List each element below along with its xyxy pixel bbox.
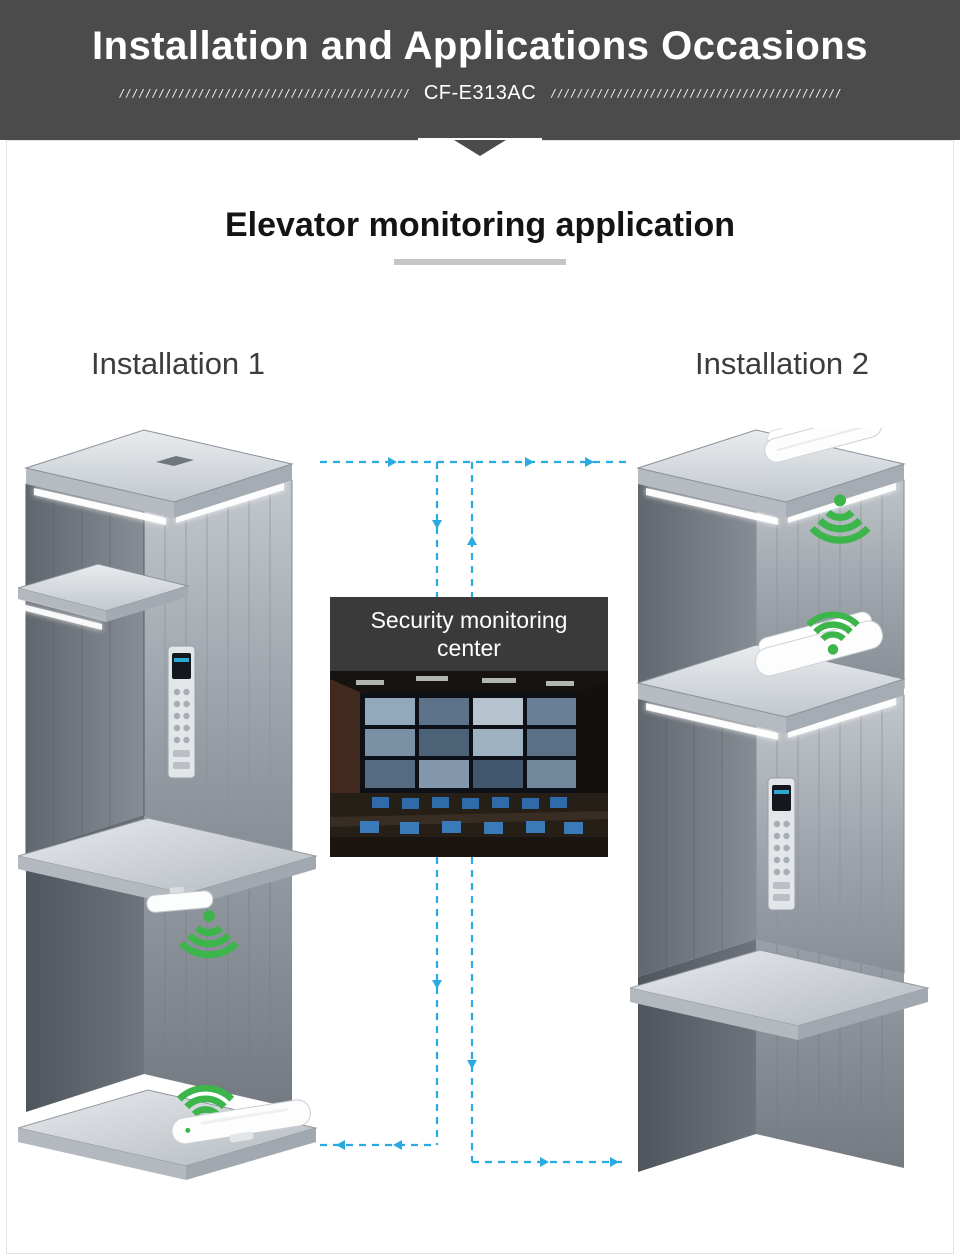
cctv-screen-wall [365, 698, 576, 788]
access-point-floor-device [171, 1099, 311, 1145]
desk-monitors [372, 797, 567, 809]
lower-car-ceiling [16, 563, 190, 630]
monitoring-center-label-line2: center [437, 635, 501, 662]
installation-2-label: Installation 2 [694, 346, 870, 381]
section-title: Elevator monitoring application [224, 206, 736, 244]
monitoring-center-box: Security monitoring center [330, 597, 608, 857]
slash-pattern-left: ////////////////////////////////////////… [118, 87, 410, 100]
elevator-control-panel [767, 777, 796, 911]
page-title: Installation and Applications Occasions [92, 24, 868, 68]
desk-monitors-front [360, 821, 583, 834]
monitoring-room-photo [330, 671, 608, 857]
pointer-down-icon [454, 140, 506, 156]
access-point-roof-device [755, 611, 883, 677]
slash-pattern-right: ////////////////////////////////////////… [550, 87, 842, 100]
model-row: ////////////////////////////////////////… [0, 82, 960, 105]
elevator-control-panel [167, 645, 196, 779]
ceiling-vent [156, 456, 194, 466]
monitoring-center-label: Security monitoring center [330, 597, 608, 662]
monitoring-center-label-line1: Security monitoring [370, 607, 568, 633]
installation-1-label: Installation 1 [90, 346, 266, 381]
header-rule [418, 138, 542, 141]
ceiling-lights [356, 676, 574, 686]
access-point-under-floor [146, 886, 214, 913]
header-banner: Installation and Applications Occasions … [0, 0, 960, 141]
section-title-underline [394, 259, 566, 265]
elevator-illustration-left [16, 428, 318, 1188]
elevator-illustration-right [628, 405, 930, 1188]
model-label: CF-E313AC [423, 82, 537, 104]
